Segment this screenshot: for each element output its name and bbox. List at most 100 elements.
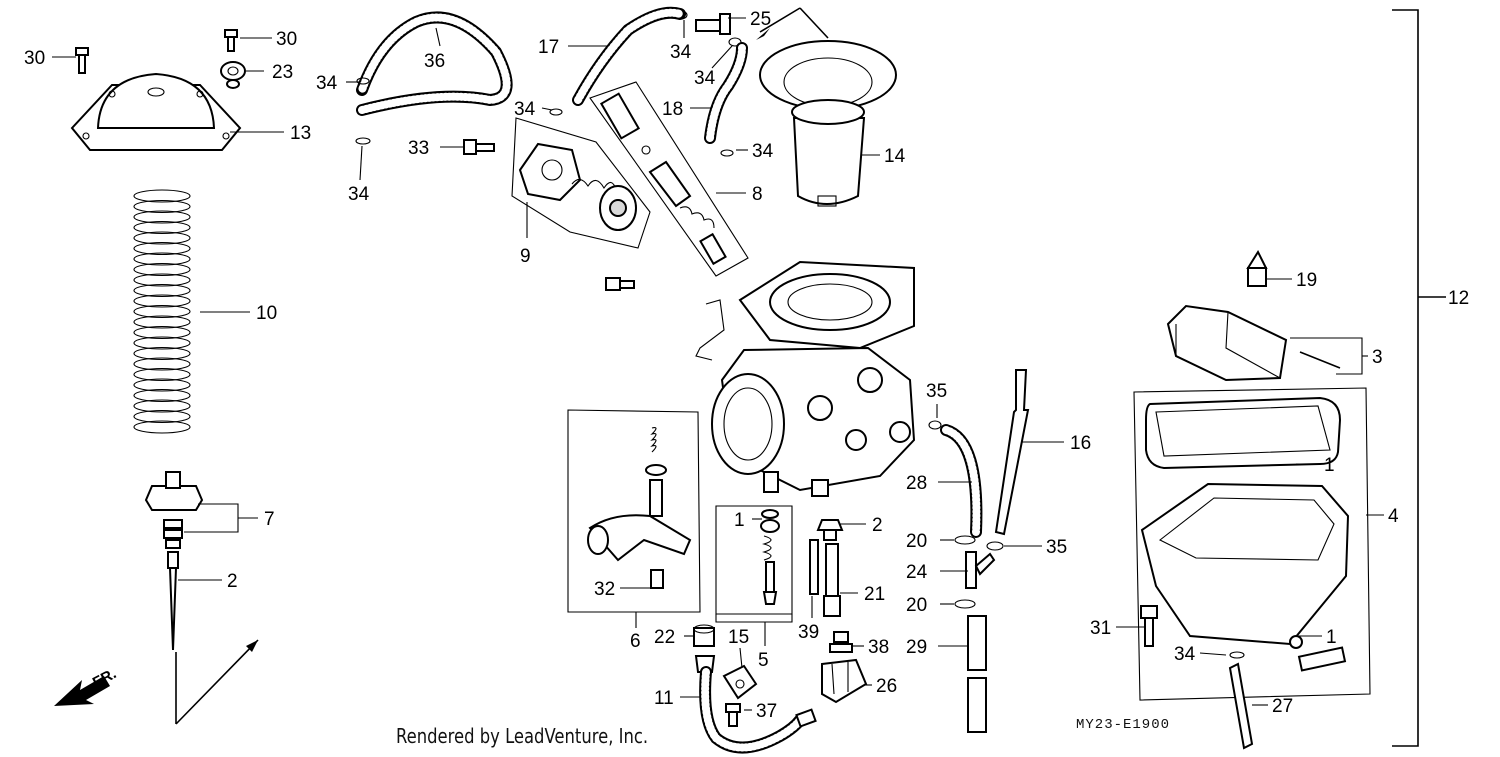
- main-jet-21: [823, 543, 841, 617]
- callout-30-left: 30: [24, 48, 45, 69]
- callout-26: 26: [876, 676, 897, 697]
- rendered-by-credit: Rendered by LeadVenture, Inc.: [396, 724, 649, 748]
- washer-20: [954, 535, 976, 609]
- callout-30-right: 30: [276, 29, 297, 50]
- spring-coil: [133, 262, 191, 277]
- diagram-code: MY23-E1900: [1076, 717, 1171, 733]
- callout-20-a: 20: [906, 531, 927, 552]
- front-direction-icon: [54, 676, 110, 706]
- hose-28: [940, 424, 983, 538]
- leader-lines: [52, 17, 1384, 711]
- float-valve-19: [1246, 249, 1268, 287]
- callout-18: 18: [662, 99, 683, 120]
- callout-36: 36: [424, 51, 445, 72]
- callout-20-b: 20: [906, 595, 927, 616]
- jet-38: [829, 631, 853, 653]
- callout-29: 29: [906, 637, 927, 658]
- spring-coil: [133, 252, 191, 266]
- spring-coil: [133, 346, 191, 361]
- callout-2-screw: 2: [872, 515, 883, 536]
- callout-1-gasket: 1: [1324, 455, 1335, 476]
- callout-3: 3: [1372, 347, 1383, 368]
- callout-35-b: 35: [1046, 537, 1067, 558]
- screw-30-right: [224, 29, 238, 52]
- drain-tube-27: [1228, 662, 1254, 750]
- washer-23: [220, 61, 246, 89]
- callout-12: 12: [1448, 288, 1469, 309]
- spring-coil: [133, 231, 191, 245]
- spring-coil: [133, 388, 191, 403]
- callout-25: 25: [750, 9, 771, 30]
- callout-8: 8: [752, 184, 763, 205]
- callout-34-b: 34: [348, 184, 370, 205]
- direction-arrows: [175, 7, 829, 725]
- spring-coil: [133, 220, 191, 235]
- callout-9: 9: [520, 246, 531, 267]
- spring-coil: [133, 210, 191, 224]
- spring-coil: [133, 283, 191, 298]
- tube-29: [967, 615, 987, 733]
- float-3: [1166, 304, 1341, 382]
- callout-39: 39: [798, 622, 819, 643]
- screw-small: [605, 277, 635, 291]
- clip-15: [722, 664, 758, 700]
- carburetor-body: [695, 260, 916, 497]
- callout-4: 4: [1388, 506, 1399, 527]
- callout-1-oring: 1: [1326, 627, 1337, 648]
- spring-coil: [133, 367, 191, 382]
- spring-coil: [133, 378, 191, 392]
- spring-coil: [133, 273, 191, 287]
- spring-coil: [133, 409, 191, 424]
- callout-15: 15: [728, 627, 749, 648]
- callout-38: 38: [868, 637, 889, 658]
- callout-1-kit: 1: [734, 510, 745, 531]
- screw-37: [725, 703, 741, 727]
- callout-33: 33: [408, 138, 429, 159]
- assembly-bracket-12: [1392, 9, 1446, 747]
- needle-jet-39: [809, 539, 819, 595]
- callout-37: 37: [756, 701, 777, 722]
- needle-holder-7: [144, 471, 204, 549]
- carburetor-top-cap: [70, 72, 242, 151]
- t-fitting-24: [965, 551, 996, 589]
- callout-19: 19: [1296, 270, 1317, 291]
- callout-23: 23: [272, 62, 293, 83]
- callout-31: 31: [1090, 618, 1111, 639]
- callout-34-a: 34: [316, 73, 338, 94]
- callout-34-g: 34: [1174, 644, 1196, 665]
- callout-labels: 30 30 23 13 10 7 2 36 34 33 34 17 34 34 …: [24, 9, 1469, 722]
- hose-18: [704, 42, 748, 144]
- diaphragm-kit-9: [511, 117, 651, 249]
- enrichener-kit-5: [715, 505, 793, 615]
- screw-33: [463, 139, 495, 155]
- callout-34-f: 34: [752, 141, 774, 162]
- callout-7: 7: [264, 509, 275, 530]
- spring-coil: [133, 304, 191, 319]
- tube-16: [994, 369, 1030, 536]
- callout-22: 22: [654, 627, 675, 648]
- spring-coil: [133, 189, 191, 203]
- screw-31: [1140, 605, 1158, 647]
- callout-14: 14: [884, 146, 906, 167]
- spring-coil: [133, 399, 191, 413]
- fitting-25: [695, 13, 731, 35]
- spring-coil: [133, 199, 191, 214]
- float-chamber-4: [1133, 387, 1371, 701]
- callout-34-e: 34: [694, 68, 716, 89]
- callout-16: 16: [1070, 433, 1091, 454]
- spring-coil: [133, 420, 191, 434]
- screw-30-left: [75, 47, 89, 74]
- clamp-26: [821, 658, 868, 704]
- callout-6: 6: [630, 631, 641, 652]
- callout-24: 24: [906, 562, 928, 583]
- callout-21: 21: [864, 584, 885, 605]
- callout-34-d: 34: [670, 42, 692, 63]
- callout-27: 27: [1272, 696, 1293, 717]
- hose-17: [572, 6, 686, 106]
- callout-32: 32: [594, 579, 615, 600]
- callout-10: 10: [256, 303, 277, 324]
- callout-28: 28: [906, 473, 927, 494]
- spring-coil: [133, 325, 191, 340]
- spring-coil: [133, 315, 191, 329]
